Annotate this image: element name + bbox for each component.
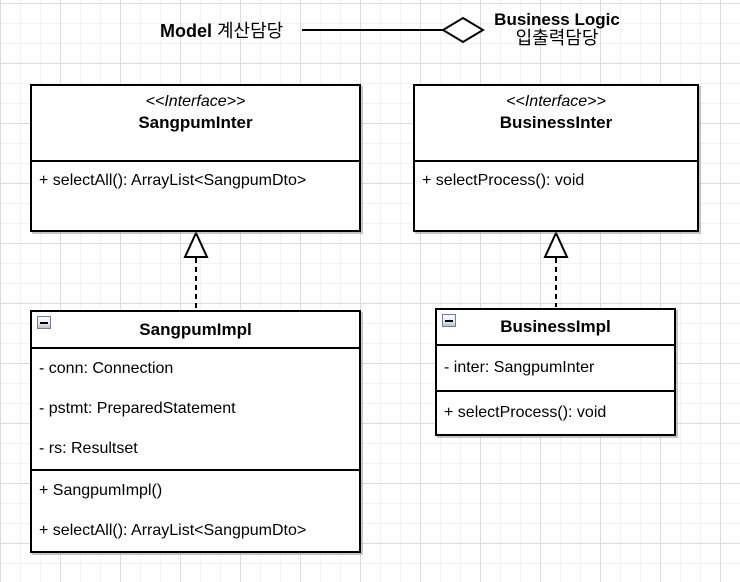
business-impl-name: BusinessImpl [500,317,611,336]
sangpum-inter-name: SangpumInter [138,113,253,132]
method-row: + SangpumImpl() [39,482,163,499]
model-role-label-bold: Model [160,21,212,41]
sangpum-inter-header: <<Interface>> SangpumInter [32,86,359,162]
minus-glyph [445,319,453,322]
aggregation-diamond [441,16,485,44]
business-inter-name: BusinessInter [499,113,613,132]
realization-triangle-left [183,230,209,258]
realization-arrow-right[interactable] [543,230,569,307]
sangpum-inter-stereotype: <<Interface>> [145,93,246,110]
method-row: + selectAll(): ArrayList<SangpumDto> [39,522,307,539]
sangpum-impl-titlebar: SangpumImpl [32,312,359,349]
field-row: - rs: Resultset [39,440,138,457]
business-logic-role-label[interactable]: Business Logic 입출력담당 [483,10,631,48]
model-role-label[interactable]: Model 계산담당 [160,21,283,41]
sangpum-inter-method: + selectAll(): ArrayList<SangpumDto> [39,172,307,189]
realization-arrow-left[interactable] [183,230,209,309]
sangpum-impl-name: SangpumImpl [139,319,252,339]
collapse-minus-icon[interactable] [37,316,51,329]
class-box-business-impl[interactable]: BusinessImpl - inter: SangpumInter + sel… [435,308,676,436]
sangpum-impl-fields: - conn: Connection - pstmt: PreparedStat… [32,349,359,469]
class-box-sangpum-inter[interactable]: <<Interface>> SangpumInter + selectAll()… [30,84,361,232]
realization-triangle-right [543,230,569,258]
business-inter-header: <<Interface>> BusinessInter [415,86,697,162]
class-box-sangpum-impl[interactable]: SangpumImpl - conn: Connection - pstmt: … [30,310,361,553]
business-inter-method: + selectProcess(): void [422,172,585,189]
minus-glyph [40,321,48,324]
sangpum-impl-methods: + SangpumImpl() + selectAll(): ArrayList… [32,469,359,551]
aggregation-connector[interactable] [302,16,485,44]
field-row: - pstmt: PreparedStatement [39,400,236,417]
method-row: + selectProcess(): void [444,404,607,421]
business-inter-stereotype: <<Interface>> [506,93,606,110]
business-impl-titlebar: BusinessImpl [437,310,674,346]
collapse-minus-icon[interactable] [442,314,456,327]
business-logic-label-line2: 입출력담당 [515,28,599,48]
model-role-label-korean: 계산담당 [212,21,284,41]
class-box-business-inter[interactable]: <<Interface>> BusinessInter + selectProc… [413,84,699,232]
field-row: - inter: SangpumInter [444,359,595,376]
business-impl-methods: + selectProcess(): void [437,390,674,434]
business-impl-fields: - inter: SangpumInter [437,346,674,390]
field-row: - conn: Connection [39,360,174,377]
business-logic-label-line1: Business Logic [494,10,620,29]
